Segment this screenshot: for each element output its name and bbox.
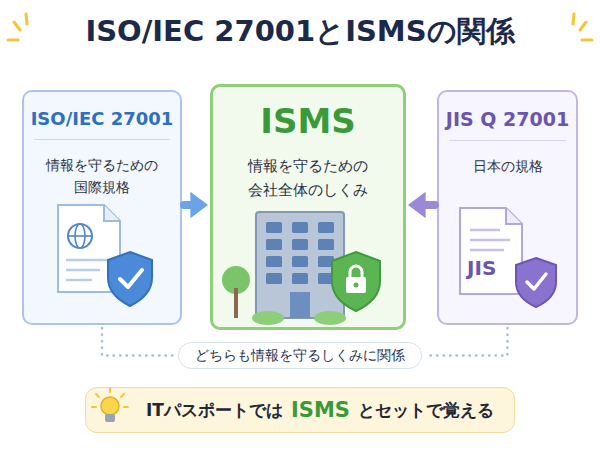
arrow-head [408, 192, 426, 218]
standard-card: ISO/IEC 27001 情報を守るための 国際規格 [22, 90, 182, 325]
company-building-icon [222, 212, 380, 325]
card-separator [34, 139, 170, 140]
arrow-head [190, 192, 208, 218]
connector-line [184, 201, 194, 209]
building-window [266, 222, 282, 233]
relation-pill: どちらも情報を守るしくみに関係 [178, 342, 422, 369]
card-body-text: 情報を守るための 国際規格 [32, 154, 172, 199]
connector-line [422, 201, 435, 209]
building-window [292, 222, 308, 233]
diagram-title: ISO/IEC 27001とISMSの関係 [0, 12, 600, 52]
jis-mark: JIS [467, 256, 496, 280]
isms-card: ISMS 情報を守るための 会社全体のしくみ [210, 84, 406, 330]
dotted-connector [425, 328, 508, 356]
banner-keyword: ISMS [291, 398, 350, 422]
connector-line [102, 328, 175, 356]
international-document-icon [58, 205, 152, 306]
title-sparkles [8, 14, 592, 40]
flow-arrow [184, 192, 208, 218]
building-window [292, 256, 308, 267]
building-window [318, 239, 334, 250]
card-body-text: 情報を守るための 会社全体のしくみ [220, 154, 396, 202]
card-heading: ISO/IEC 27001 [31, 108, 174, 130]
building-window [318, 222, 334, 233]
dotted-connector [102, 328, 175, 356]
banner-text: ITパスポートでは [146, 399, 283, 422]
building-window [266, 273, 282, 284]
flow-arrow [408, 192, 435, 218]
card-heading: JIS Q 27001 [446, 108, 569, 131]
building-window [292, 239, 308, 250]
building-window [266, 239, 282, 250]
banner-text: とセットで覚える [358, 399, 494, 422]
memo-banner: ITパスポートでは ISMS とセットで覚える [85, 387, 515, 433]
building-window [318, 273, 334, 284]
building-window [292, 273, 308, 284]
building-window [266, 256, 282, 267]
building-window [318, 256, 334, 267]
pill-text: どちらも情報を守るしくみに関係 [195, 347, 405, 365]
card-separator [449, 140, 566, 141]
jis-card: JIS Q 27001 日本の規格 [437, 90, 578, 325]
card-body-text: 日本の規格 [447, 155, 568, 177]
card-heading: ISMS [260, 101, 355, 142]
connector-line [425, 328, 508, 356]
jis-document-icon [460, 208, 556, 307]
light-bulb-icon [92, 388, 128, 422]
